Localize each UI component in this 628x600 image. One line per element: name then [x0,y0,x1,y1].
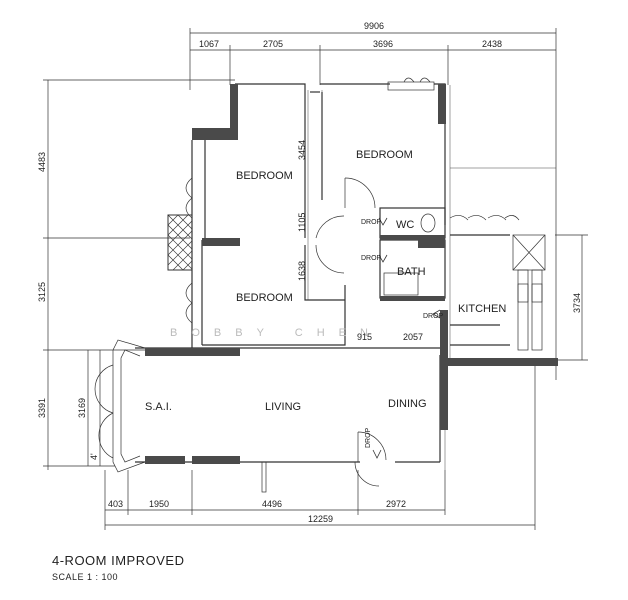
dim-right-3734: 3734 [572,293,582,313]
drop-label-wc: DROP [361,219,382,226]
fixtures [261,213,546,493]
dim-top-2: 2705 [263,39,283,49]
room-label-sai: S.A.I. [145,401,172,413]
drop-label-kitchen: DROP [423,313,444,320]
dim-inner-1638: 1638 [297,261,307,281]
room-label-living: LIVING [265,401,301,413]
dim-top-4: 2438 [482,39,502,49]
room-label-bedroom-top-right: BEDROOM [356,149,413,161]
dim-left-2: 3125 [37,282,47,302]
plan-scale: SCALE 1 : 100 [52,572,119,582]
dim-bottom-4496: 4496 [262,499,282,509]
dim-left-small: 4' [89,453,99,460]
extension-lines [307,85,556,470]
outer-walls [135,83,510,463]
dim-inner-1105: 1105 [297,213,307,232]
dim-left-3: 3391 [37,398,47,418]
dim-top-3: 3696 [373,39,393,49]
door-swings [315,177,520,487]
dim-bottom-total: 12259 [308,514,333,524]
room-label-kitchen: KITCHEN [458,303,506,315]
room-labels: BEDROOM BEDROOM BEDROOM WC BATH KITCHEN … [145,149,506,413]
drop-labels: DROP DROP DROP DROP [361,219,444,448]
room-label-bedroom-middle: BEDROOM [236,292,293,304]
drop-label-dining: DROP [365,427,372,448]
hatched-block [167,214,193,271]
dim-inner-915: 915 [357,332,372,342]
windows [185,77,435,324]
room-label-wc: WC [396,219,414,231]
watermark: BOBBY CHEN [170,327,382,339]
dim-bottom-1950: 1950 [149,499,169,509]
drop-arrows [372,217,441,459]
wall-blocks [145,84,558,464]
dim-top-1: 1067 [199,39,219,49]
room-label-bath: BATH [397,266,426,278]
dim-top-total: 9906 [364,21,384,31]
dim-inner-2057: 2057 [403,332,423,342]
dim-inner-3454: 3454 [297,140,307,160]
dimension-labels: 9906 1067 2705 3696 2438 4483 3125 3391 … [37,21,582,524]
plan-title: 4-ROOM IMPROVED [52,553,185,568]
dimension-lines [43,28,588,530]
room-label-dining: DINING [388,398,427,410]
room-label-bedroom-top-left: BEDROOM [236,170,293,182]
dim-left-inner: 3169 [77,398,87,418]
bay-window [94,339,146,473]
dim-bottom-2972: 2972 [386,499,406,509]
dim-bottom-403: 403 [108,499,123,509]
drop-label-bath: DROP [361,255,382,262]
dim-left-1: 4483 [37,152,47,172]
